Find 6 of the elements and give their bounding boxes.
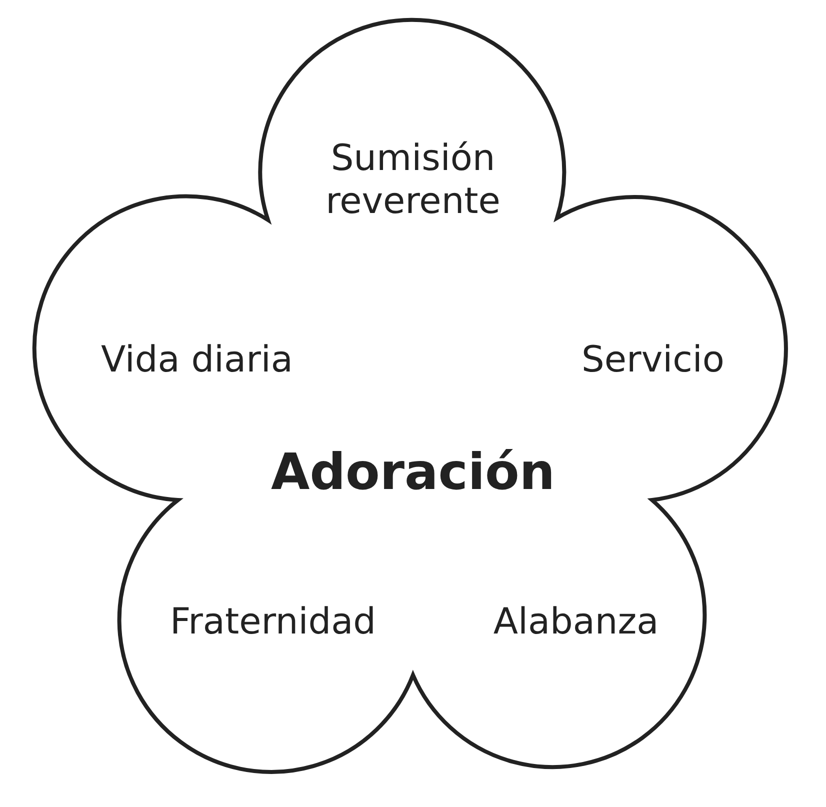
- petal-label: Servicio: [580, 338, 726, 382]
- petal-label: Vida diaria: [100, 338, 294, 382]
- petal-label: Alabanza: [492, 600, 660, 644]
- petal-label: Fraternidad: [169, 600, 377, 644]
- petal-label: Sumisión reverente: [324, 136, 502, 224]
- center-label: Adoración: [270, 442, 556, 502]
